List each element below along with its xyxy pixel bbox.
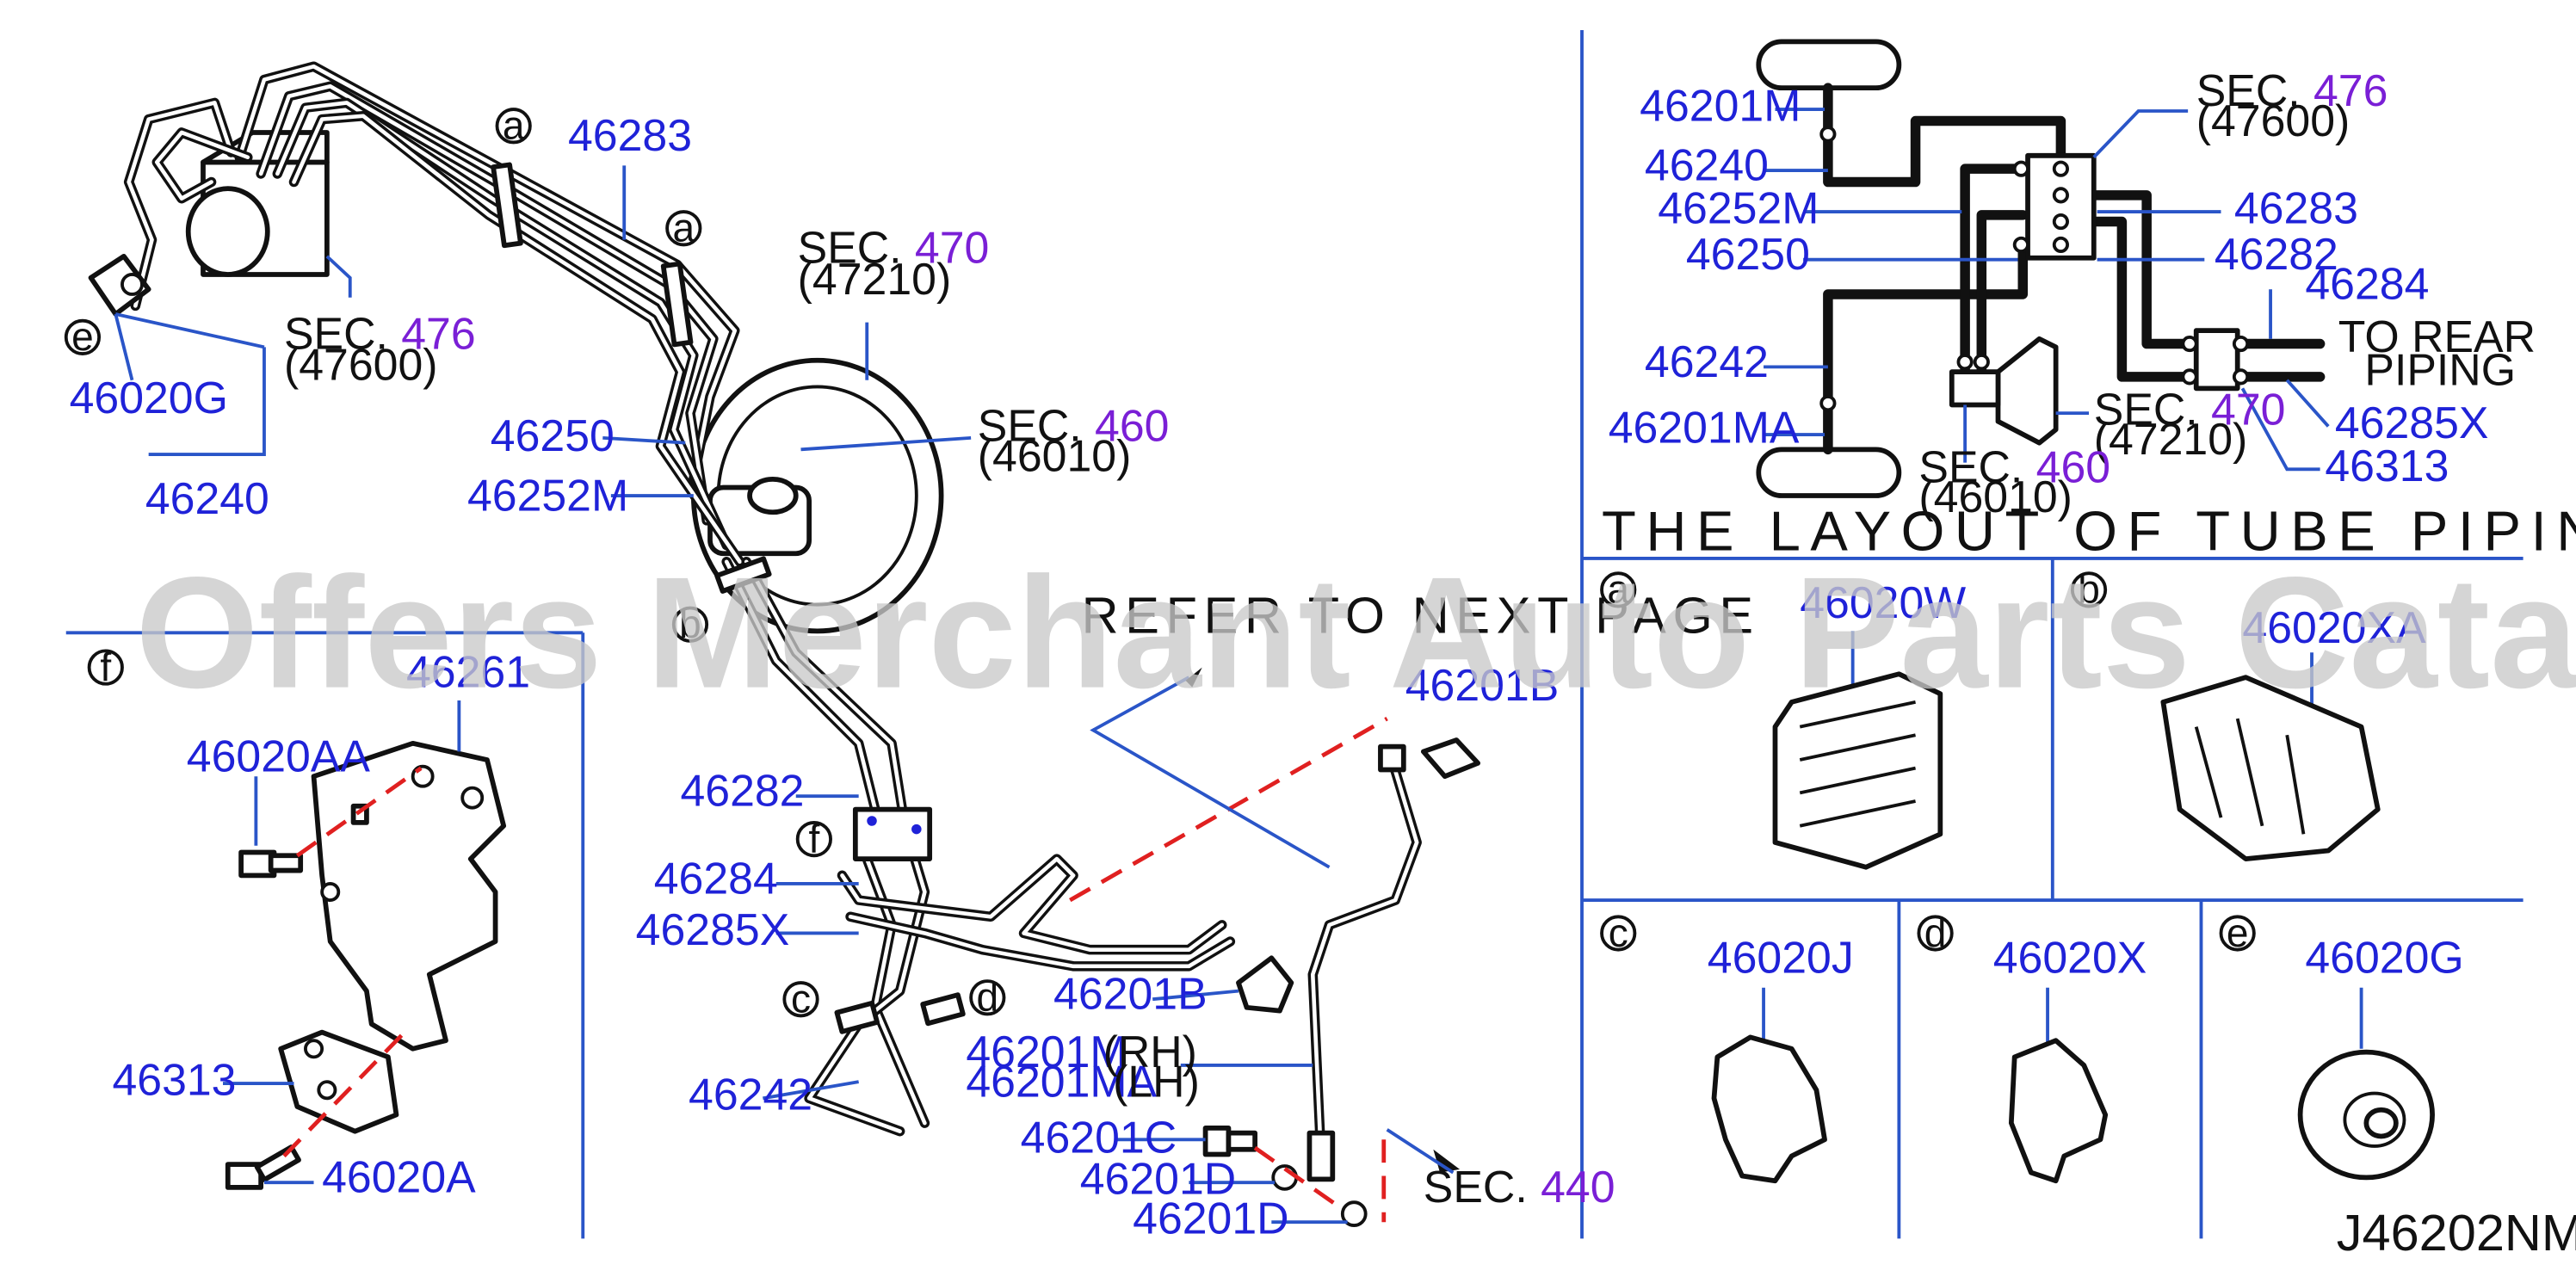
clip-46020J [1711,1034,1827,1184]
sec-476-code: (47600) [284,340,438,390]
clip-letter-f: f [808,816,819,861]
clip-panel-e-letter: e [2227,910,2249,955]
sec-460-code: (46010) [978,430,1132,480]
layout-callout-46240: 46240 [1645,140,1769,190]
to-rear-label: TO REAR [2338,312,2536,361]
layout-callout-46283: 46283 [2234,182,2358,232]
layout-sec-476-label: SEC.476 [2196,65,2388,115]
panel-grid [65,29,2523,1239]
callout-46201B-lower: 46201B [1053,969,1208,1019]
callout-46283: 46283 [568,110,692,160]
callout-46201D-lower: 46201D [1133,1194,1288,1243]
tube-layout-panel: 46201M 46240 46252M 46250 46242 46201MA … [1602,39,2576,562]
callout-46201M: 46201M [966,1027,1127,1077]
sec-460-label: SEC.460 [978,401,1170,451]
rear-wheel [1756,447,1902,498]
callout-46250: 46250 [491,410,615,460]
layout-callout-46284: 46284 [2305,259,2429,309]
clip-panel-d-letter: d [1924,910,1947,955]
callout-46020G: 46020G [70,373,228,423]
clip-panels: a 46020W b 46020XA c 46020J d 46020X e 4… [1600,567,2464,1184]
clip-letter-d: d [977,975,999,1020]
clip-panel-c-letter: c [1609,910,1628,955]
clip-panel-d-part: 46020X [1993,933,2147,983]
refer-to-next-page: REFER TO NEXT PAGE [1082,586,1760,644]
clip-panel-c-part: 46020J [1708,933,1854,983]
main-assembly [88,61,1481,1227]
callout-46313-bracket: 46313 [112,1054,236,1104]
clip-letter-c: c [791,977,811,1021]
clip-letter-b: b [679,601,701,646]
main-callouts: 46283 46020G 46240 46250 46252M 46282 46… [70,110,1560,1243]
callout-46284: 46284 [654,853,778,903]
callout-46201D-upper: 46201D [1080,1154,1236,1204]
layout-sec-470-label: SEC.470 [2094,385,2286,435]
callout-lh: (LH) [1113,1056,1200,1106]
layout-callout-46285X: 46285X [2335,398,2489,447]
layout-callout-46313: 46313 [2325,441,2449,490]
callout-46201C: 46201C [1021,1113,1177,1163]
clip-panel-a-part: 46020W [1800,577,1966,627]
sec-476-label: SEC.476 [284,308,476,358]
callout-46285X: 46285X [636,904,790,954]
layout-callout-46201MA: 46201MA [1609,403,1800,453]
clip-panel-b-letter: b [2078,567,2100,612]
callout-46242: 46242 [689,1070,812,1120]
clip-letter-a2: a [672,206,695,250]
clip-panel-a-letter: a [1607,567,1629,612]
layout-heading: THE LAYOUT OF TUBE PIPING [1602,499,2576,562]
layout-sec-476-code: (47600) [2196,96,2351,145]
layout-sec-470-code: (47210) [2094,414,2248,464]
diagram-code: J46202NM [2337,1204,2576,1262]
grommet-46020G [2297,1049,2435,1181]
layout-callout-46242: 46242 [1645,336,1769,386]
layout-callout-46282: 46282 [2215,229,2338,279]
clip-letter-e: e [71,314,94,359]
callout-46201B-upper: 46201B [1405,660,1560,710]
callout-46282: 46282 [680,766,804,816]
layout-sec-460-code: (46010) [1918,472,2073,521]
clip-panel-b-part: 46020XA [2242,602,2426,652]
callout-46020A: 46020A [322,1152,476,1202]
clip-46020XA [2160,675,2381,862]
callout-46240: 46240 [145,473,269,523]
watermark: Offers Merchant Auto Parts Catalog PARTS… [135,545,2576,722]
block-46313 [278,1029,399,1134]
layout-junction [2193,328,2240,392]
clip-letter-a1: a [503,103,525,148]
callout-46201MA: 46201MA [966,1056,1157,1106]
main-clip-letters: a a b c d e f [64,103,1006,1021]
callout-46020AA: 46020AA [187,731,371,780]
layout-callout-46252M: 46252M [1658,182,1819,232]
callout-rh: (RH) [1103,1027,1197,1077]
bracket-panel-letter: f [100,645,111,689]
layout-sec-460-label: SEC.460 [1918,442,2110,492]
clip-panel-e-part: 46020G [2305,933,2463,983]
callout-46252M: 46252M [467,470,628,520]
layout-callout-46250: 46250 [1686,229,1810,279]
callout-46261: 46261 [406,647,530,697]
main-sec-labels: SEC.476 (47600) SEC.470 (47210) SEC.460 … [284,223,1760,1212]
sec-440-label: SEC.440 [1424,1162,1615,1212]
sec-470-code: (47210) [798,254,952,304]
to-rear-piping: PIPING [2364,344,2516,394]
clip-46020X [2008,1038,2109,1184]
sec-470-label: SEC.470 [798,223,990,273]
bracket-panel: f 46261 46020AA 46313 46020A [87,645,530,1202]
layout-callout-46201M: 46201M [1640,81,1801,131]
